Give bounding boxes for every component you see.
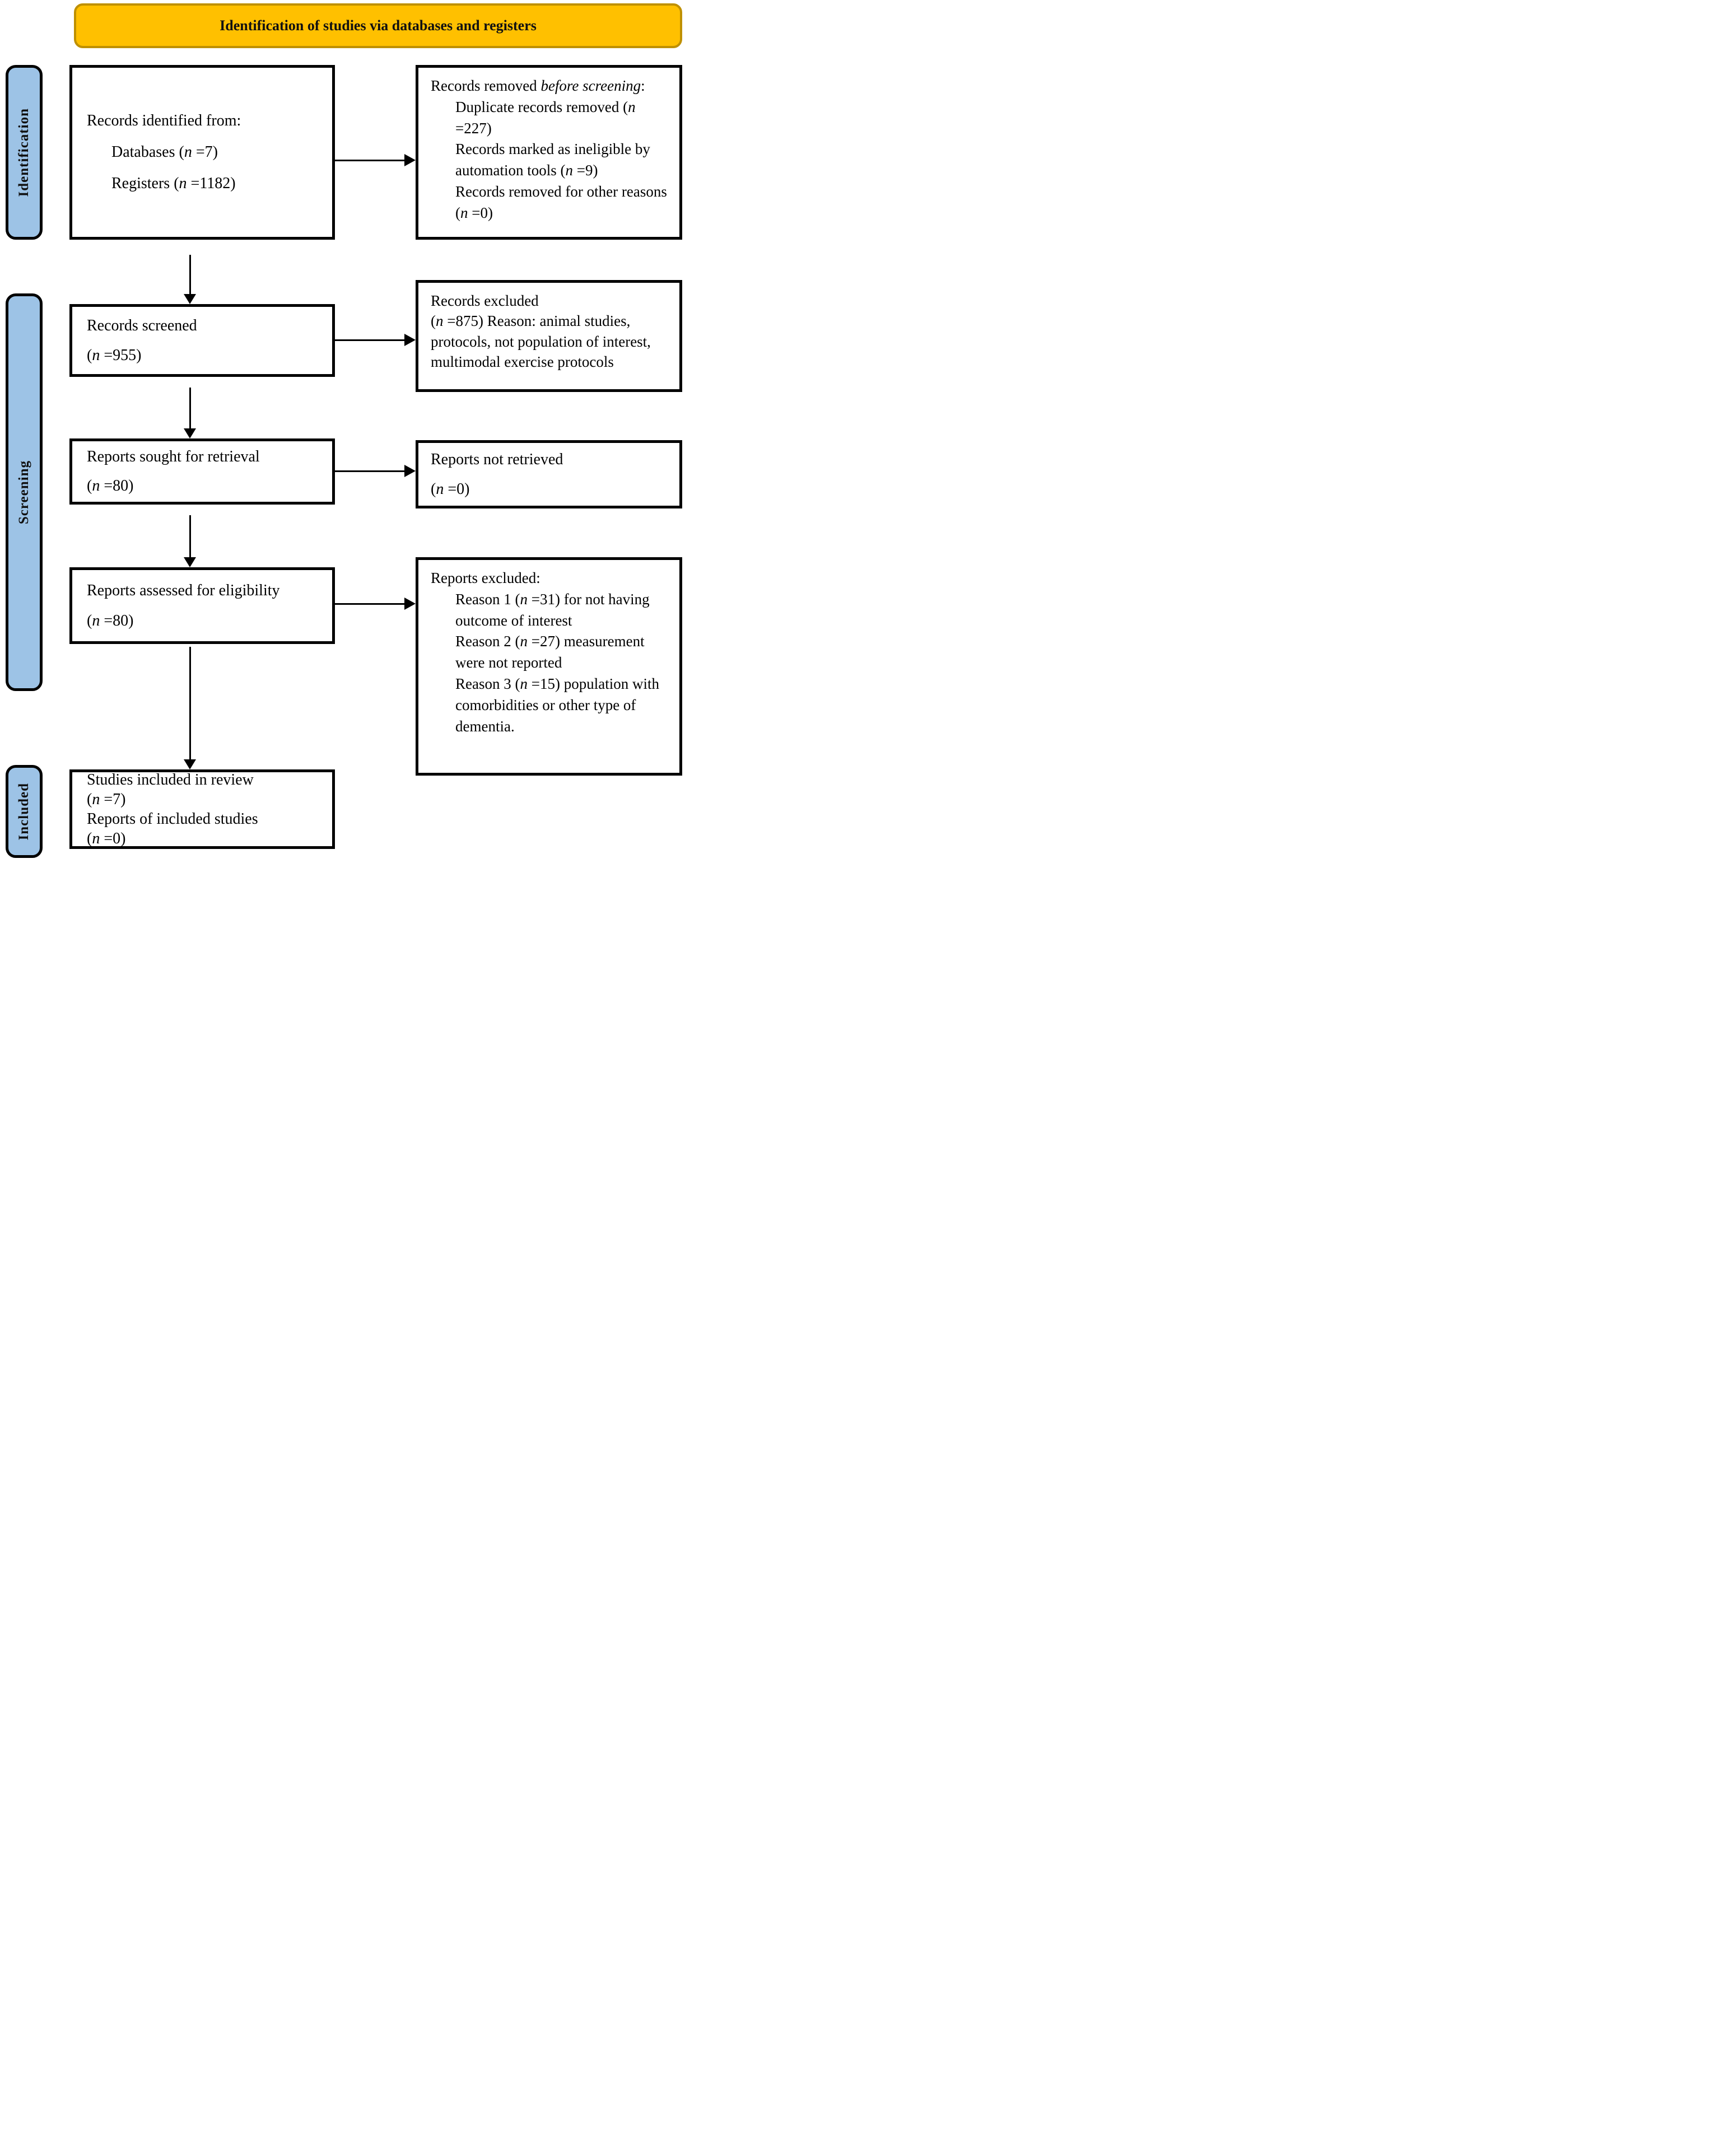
box-text-line: Records marked as ineligible by automati… xyxy=(455,141,650,179)
box-records-excluded: Records excluded (n =875) Reason: animal … xyxy=(416,280,682,392)
box-text-line: (n =0) xyxy=(87,830,126,847)
box-text-line: Reports of included studies xyxy=(87,810,258,828)
stage-label-identification: Identification xyxy=(6,65,43,240)
box-text-line: Records removed before screening: xyxy=(431,77,645,94)
box-text-line: Reason 3 (n =15) population with comorbi… xyxy=(455,675,659,735)
arrow-screened-to-sought xyxy=(184,388,196,438)
box-text-line: Reports sought for retrieval xyxy=(87,448,260,466)
box-reports-sought: Reports sought for retrieval (n =80) xyxy=(69,438,335,505)
box-reports-not-retrieved: Reports not retrieved (n =0) xyxy=(416,440,682,508)
arrow-identified-to-removed xyxy=(335,154,416,166)
box-text-line: Records excluded xyxy=(431,292,539,309)
box-records-screened: Records screened (n =955) xyxy=(69,304,335,377)
box-reports-assessed: Reports assessed for eligibility (n =80) xyxy=(69,567,335,644)
arrow-identified-to-screened xyxy=(184,255,196,304)
title-banner-label: Identification of studies via databases … xyxy=(220,17,537,34)
arrow-assessed-to-included xyxy=(184,647,196,769)
box-reports-excluded: Reports excluded: Reason 1 (n =31) for no… xyxy=(416,557,682,776)
box-records-removed-before-screening: Records removed before screening: Duplica… xyxy=(416,65,682,240)
stage-label-screening-text: Screening xyxy=(16,460,31,525)
arrow-screened-to-excluded xyxy=(335,334,416,346)
box-text-line: (n =955) xyxy=(87,347,142,364)
stage-label-included-text: Included xyxy=(16,782,31,841)
box-text-line: Records screened xyxy=(87,316,197,334)
arrow-down-head-icon xyxy=(184,759,196,769)
box-records-identified: Records identified from: Databases (n =7)… xyxy=(69,65,335,240)
box-text-line: Reason 1 (n =31) for not having outcome … xyxy=(455,590,650,629)
box-text-line: Reports assessed for eligibility xyxy=(87,582,280,600)
arrow-right-head-icon xyxy=(404,465,416,477)
arrow-down-head-icon xyxy=(184,557,196,567)
arrow-right-head-icon xyxy=(404,334,416,346)
box-text-line: Records removed for other reasons (n =0) xyxy=(455,183,667,221)
box-text-line: Registers (n =1182) xyxy=(111,175,236,192)
box-text-line: Studies included in review xyxy=(87,771,254,788)
arrow-assessed-to-reports-excluded xyxy=(335,598,416,610)
title-banner: Identification of studies via databases … xyxy=(74,3,682,48)
arrow-right-head-icon xyxy=(404,598,416,610)
box-text-line: Databases (n =7) xyxy=(111,143,218,161)
box-text-line: Reports not retrieved xyxy=(431,450,563,468)
arrow-right-head-icon xyxy=(404,154,416,166)
stage-label-screening: Screening xyxy=(6,293,43,691)
box-text-line: Reports excluded: xyxy=(431,570,540,586)
stage-label-included: Included xyxy=(6,765,43,858)
box-text-line: Records identified from: xyxy=(87,112,241,129)
arrow-down-head-icon xyxy=(184,428,196,438)
arrow-sought-to-not-retrieved xyxy=(335,465,416,477)
box-studies-included: Studies included in review (n =7) Reports … xyxy=(69,769,335,849)
prisma-flow-diagram: Identification of studies via databases … xyxy=(0,0,695,874)
stage-label-identification-text: Identification xyxy=(16,108,31,197)
box-text-line: (n =875) Reason: animal studies, protoco… xyxy=(431,312,651,371)
box-text-line: Duplicate records removed (n =227) xyxy=(455,98,636,137)
box-text-line: (n =7) xyxy=(87,791,126,808)
box-text-line: (n =80) xyxy=(87,477,134,494)
arrow-down-head-icon xyxy=(184,294,196,304)
box-text-line: (n =80) xyxy=(87,612,134,629)
box-text-line: Reason 2 (n =27) measurement were not re… xyxy=(455,633,645,671)
arrow-sought-to-assessed xyxy=(184,515,196,567)
box-text-line: (n =0) xyxy=(431,480,470,498)
